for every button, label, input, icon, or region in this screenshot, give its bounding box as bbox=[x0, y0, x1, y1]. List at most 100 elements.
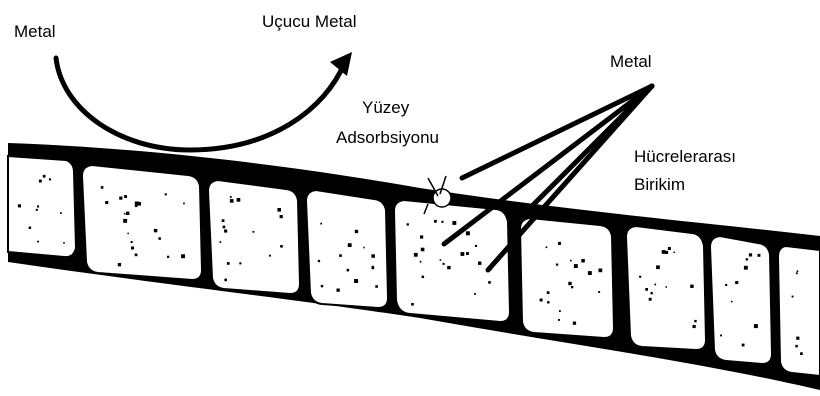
speckle bbox=[253, 231, 255, 233]
speckle bbox=[36, 209, 38, 211]
speckle bbox=[746, 258, 748, 260]
speckle bbox=[135, 254, 138, 257]
label-surface-adsorption-line1: Yüzey bbox=[362, 96, 409, 120]
cell bbox=[306, 190, 388, 308]
cell bbox=[778, 246, 820, 376]
speckle bbox=[321, 285, 323, 287]
speckle bbox=[731, 301, 733, 303]
speckle bbox=[461, 252, 465, 256]
speckle bbox=[354, 279, 358, 283]
speckle bbox=[222, 219, 225, 222]
speckle bbox=[749, 253, 752, 256]
speckle bbox=[407, 223, 409, 225]
speckle bbox=[131, 247, 134, 250]
speckle bbox=[800, 352, 803, 355]
speckle bbox=[559, 310, 561, 312]
speckle bbox=[422, 276, 425, 279]
speckle bbox=[466, 231, 470, 235]
speckle bbox=[694, 320, 696, 322]
speckle bbox=[355, 230, 358, 233]
speckle bbox=[690, 285, 693, 288]
speckle bbox=[649, 298, 652, 301]
speckle bbox=[475, 245, 477, 247]
speckle bbox=[420, 261, 422, 263]
speckle bbox=[375, 285, 378, 288]
speckle bbox=[474, 293, 476, 295]
speckle bbox=[363, 247, 365, 249]
speckle bbox=[645, 288, 648, 291]
speckle bbox=[105, 201, 108, 204]
speckle bbox=[348, 243, 352, 247]
label-intercellular-line1: Hücrelerarası bbox=[634, 145, 736, 169]
speckle bbox=[720, 335, 722, 337]
speckle bbox=[668, 247, 671, 250]
speckle bbox=[224, 230, 227, 233]
speckle bbox=[654, 284, 656, 286]
speckle bbox=[792, 296, 794, 298]
speckle bbox=[735, 281, 738, 284]
speckle bbox=[795, 345, 798, 348]
speckle bbox=[441, 221, 443, 223]
speckle bbox=[280, 215, 283, 218]
speckle bbox=[318, 260, 320, 262]
speckle bbox=[131, 241, 133, 243]
speckle bbox=[434, 220, 437, 223]
leader-line-surface bbox=[462, 86, 652, 178]
speckle bbox=[154, 229, 157, 232]
speckle bbox=[63, 242, 65, 244]
speckle bbox=[662, 250, 666, 254]
speckle bbox=[796, 272, 798, 274]
speckle bbox=[119, 197, 122, 200]
speckle bbox=[568, 282, 571, 285]
speckle bbox=[124, 195, 127, 198]
speckle bbox=[337, 289, 340, 292]
speckle bbox=[339, 254, 342, 257]
speckle bbox=[123, 219, 127, 223]
speckle bbox=[754, 324, 758, 328]
cell bbox=[710, 236, 772, 364]
speckle bbox=[693, 325, 696, 328]
speckle bbox=[347, 269, 350, 272]
speckle bbox=[167, 256, 169, 258]
speckle bbox=[320, 223, 322, 225]
speckle bbox=[269, 255, 271, 257]
speckle bbox=[452, 221, 456, 225]
speckle bbox=[666, 286, 668, 288]
speckle bbox=[124, 213, 126, 215]
speckle bbox=[570, 260, 572, 262]
cell bbox=[82, 165, 202, 280]
speckle bbox=[237, 198, 241, 202]
speckle bbox=[414, 253, 418, 257]
speckle bbox=[651, 292, 653, 294]
label-metal-left: Metal bbox=[14, 20, 56, 44]
speckle bbox=[797, 270, 799, 272]
speckle bbox=[126, 212, 129, 215]
speckle bbox=[665, 251, 668, 254]
speckle bbox=[725, 284, 727, 286]
label-metal-right: Metal bbox=[610, 50, 652, 74]
speckle bbox=[224, 279, 227, 282]
cell bbox=[208, 180, 300, 294]
speckle bbox=[29, 227, 32, 230]
speckle bbox=[118, 263, 121, 266]
speckle bbox=[223, 226, 226, 229]
speckle bbox=[421, 248, 425, 252]
label-surface-adsorption-line2: Adsorbsiyonu bbox=[336, 126, 439, 150]
speckle bbox=[447, 266, 450, 269]
speckle bbox=[135, 205, 138, 208]
label-intercellular-line2: Birikim bbox=[634, 173, 685, 197]
speckle bbox=[574, 264, 578, 268]
speckle bbox=[744, 266, 748, 270]
speckle bbox=[547, 291, 550, 294]
speckle bbox=[230, 196, 232, 198]
speckle bbox=[183, 203, 185, 205]
speckle bbox=[742, 344, 745, 347]
speckle bbox=[165, 193, 167, 195]
speckle bbox=[230, 199, 234, 203]
speckle bbox=[558, 242, 561, 245]
speckle bbox=[127, 233, 128, 235]
speckle bbox=[277, 208, 281, 212]
speckle bbox=[758, 254, 761, 257]
speckle bbox=[571, 286, 573, 288]
